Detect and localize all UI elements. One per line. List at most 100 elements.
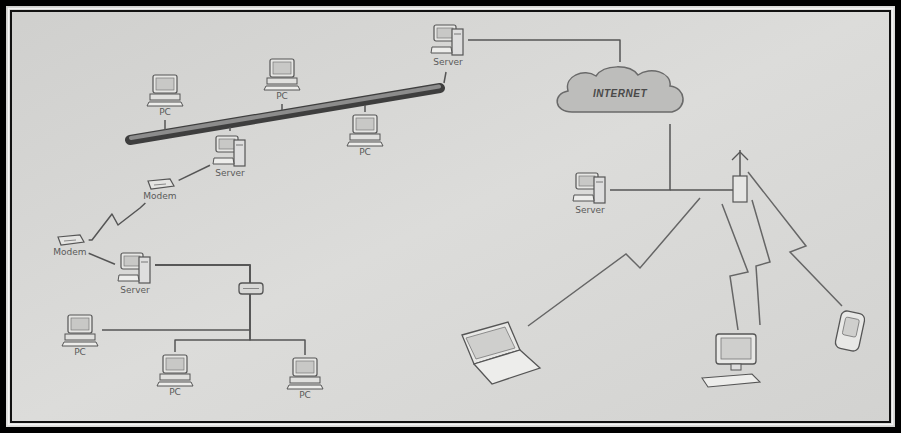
monitor xyxy=(716,334,756,364)
server-icon xyxy=(430,21,466,57)
bus-drop xyxy=(444,72,446,83)
keyboard xyxy=(573,195,594,201)
wireless-link xyxy=(748,172,842,306)
monitor-screen xyxy=(219,139,235,149)
network-link xyxy=(468,40,620,62)
device-label: Modem xyxy=(143,191,176,202)
pc-node: PC xyxy=(153,352,197,399)
monitor-screen xyxy=(124,256,140,266)
server-tower xyxy=(452,29,463,55)
server-node: Server xyxy=(570,168,610,217)
pc-node: PC xyxy=(260,56,304,103)
monitor-screen xyxy=(437,28,453,38)
pc-icon xyxy=(345,113,385,147)
monitor-screen xyxy=(273,62,291,74)
device-label: PC xyxy=(74,347,86,358)
modem-detail xyxy=(64,240,76,241)
keyboard xyxy=(264,86,300,90)
hub-detail xyxy=(243,288,259,289)
modem-icon xyxy=(144,177,176,191)
device-label: Server xyxy=(215,168,245,179)
bus-drop xyxy=(364,105,366,112)
cloud-label: INTERNET xyxy=(593,88,647,99)
pc-node: PC xyxy=(58,312,102,359)
monitor-screen xyxy=(356,118,374,130)
server-tower xyxy=(594,177,605,203)
keyboard xyxy=(62,342,98,346)
monitor xyxy=(353,115,377,133)
system-unit xyxy=(267,78,297,84)
antenna xyxy=(739,150,741,176)
device-label: PC xyxy=(299,390,311,401)
system-unit xyxy=(290,377,320,383)
modem-node: Modem xyxy=(51,232,88,259)
antenna xyxy=(732,152,740,160)
backbone-bus-highlight xyxy=(131,87,439,139)
network-link xyxy=(89,253,115,264)
keyboard xyxy=(287,385,323,389)
server-node: Server xyxy=(115,248,155,297)
network-link xyxy=(610,124,670,190)
wireless-link xyxy=(722,204,748,330)
bus-drop xyxy=(229,127,231,131)
drive-slot xyxy=(454,34,461,35)
monitor xyxy=(163,355,187,373)
device-label: Server xyxy=(575,205,605,216)
keyboard xyxy=(213,158,234,164)
system-unit xyxy=(350,134,380,140)
device-label: Modem xyxy=(53,247,86,258)
device-label: PC xyxy=(169,387,181,398)
modem-node: Modem xyxy=(141,176,178,203)
modem-body xyxy=(58,235,84,245)
drive-slot xyxy=(596,182,603,183)
network-link xyxy=(102,265,250,330)
server-node: Server xyxy=(428,20,468,69)
monitor xyxy=(293,358,317,376)
server-tower xyxy=(234,140,245,166)
modem-detail xyxy=(154,184,166,185)
monitor xyxy=(270,59,294,77)
monitor-screen xyxy=(166,358,184,370)
pc-icon xyxy=(145,73,185,107)
desktop-computer xyxy=(702,334,760,387)
access-point xyxy=(732,150,748,202)
system-unit xyxy=(160,374,190,380)
network-link xyxy=(179,165,210,180)
modem-body xyxy=(148,179,174,189)
handheld-body xyxy=(834,310,865,352)
wire xyxy=(670,189,736,191)
device-label: PC xyxy=(359,147,371,158)
device-label: PC xyxy=(276,91,288,102)
handheld xyxy=(834,310,865,352)
system-unit xyxy=(65,334,95,340)
monitor xyxy=(153,75,177,93)
drive-slot xyxy=(141,262,148,263)
monitor-stand xyxy=(731,364,741,370)
wireless-link xyxy=(752,200,770,325)
monitor xyxy=(68,315,92,333)
keyboard xyxy=(347,142,383,146)
device-label: Server xyxy=(120,285,150,296)
network-link xyxy=(155,265,305,355)
drive-slot xyxy=(236,145,243,146)
network-link xyxy=(155,265,250,352)
monitor-screen xyxy=(71,318,89,330)
pc-icon xyxy=(155,353,195,387)
pc-icon xyxy=(60,313,100,347)
system-unit xyxy=(150,94,180,100)
bus-drop xyxy=(281,104,283,110)
hub xyxy=(239,283,263,294)
modem-icon xyxy=(54,233,86,247)
server-node: Server xyxy=(210,131,250,180)
bus-drop xyxy=(164,120,166,130)
monitor-screen xyxy=(156,78,174,90)
pc-node: PC xyxy=(143,72,187,119)
server-icon xyxy=(572,169,608,205)
keyboard xyxy=(702,374,760,387)
keyboard xyxy=(431,47,452,53)
device-label: PC xyxy=(159,107,171,118)
network-link xyxy=(89,203,146,240)
wireless-link xyxy=(528,198,700,326)
